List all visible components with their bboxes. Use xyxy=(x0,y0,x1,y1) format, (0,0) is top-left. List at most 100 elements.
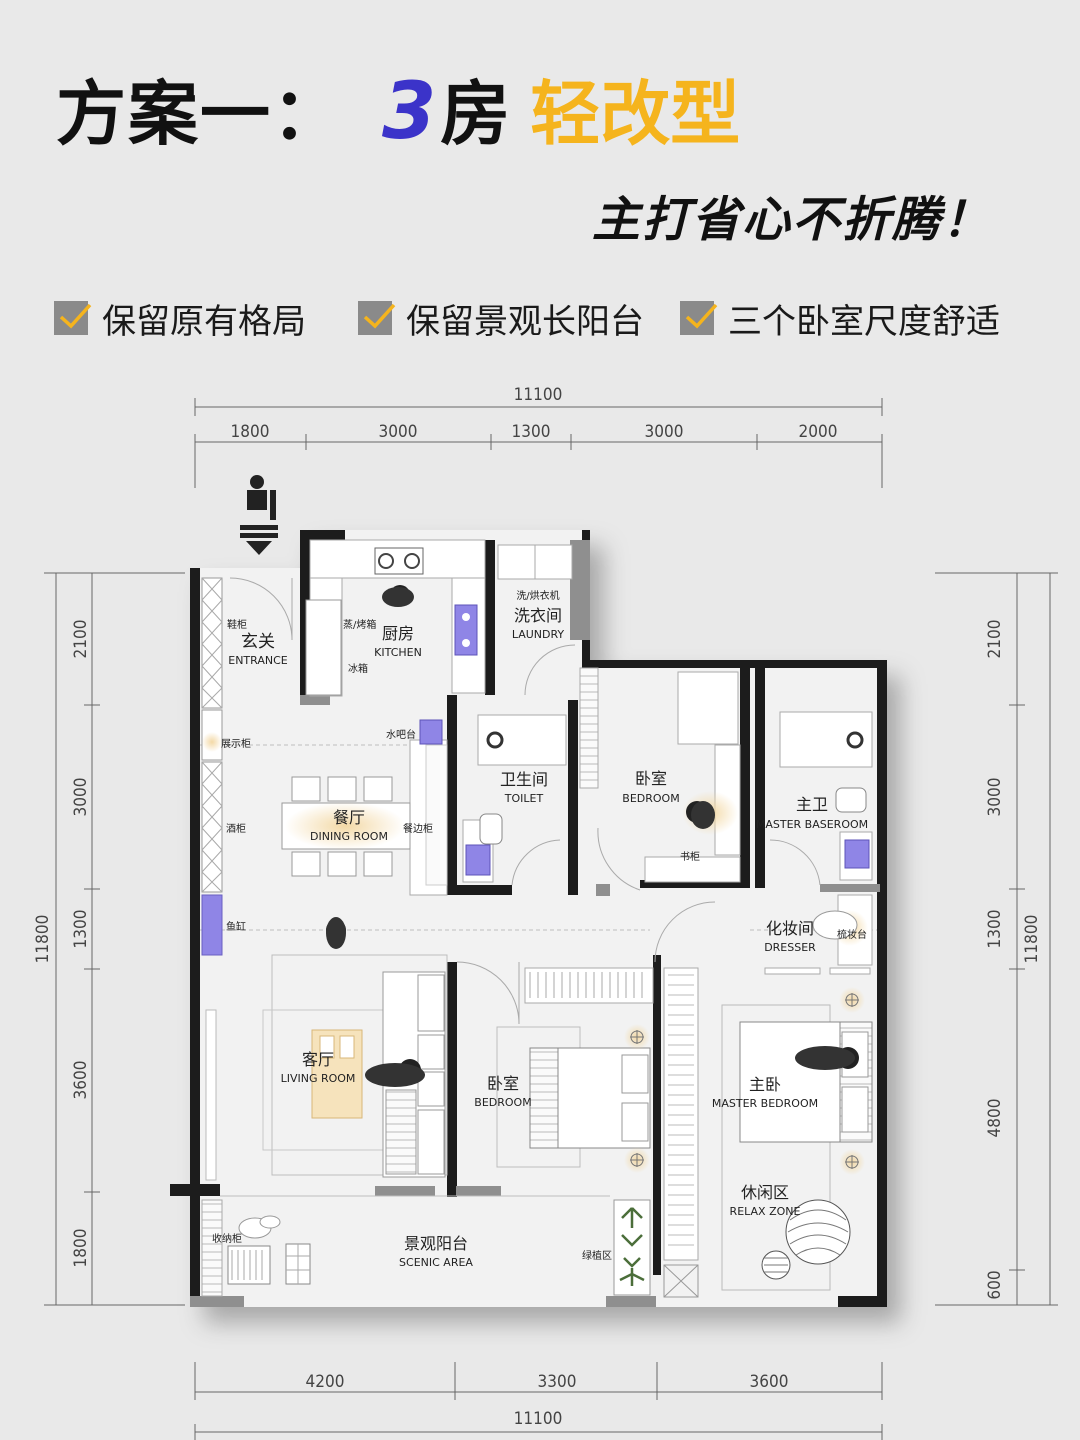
dim-left-seg: 1300 xyxy=(71,910,91,949)
page-title: 方案一： 3 房 轻改型 xyxy=(56,58,740,158)
svg-text:LAUNDRY: LAUNDRY xyxy=(512,628,565,641)
svg-text:休闲区: 休闲区 xyxy=(741,1183,789,1202)
room-label-bedroom-b: 卧室 BEDROOM xyxy=(474,1074,531,1109)
lamp-icon xyxy=(839,1149,865,1175)
dim-top-seg: 1300 xyxy=(512,422,551,442)
dimension-right xyxy=(935,572,1058,1306)
label-fridge: 冰箱 xyxy=(348,662,368,675)
shower-drain-icon xyxy=(846,731,864,749)
label-water-bar: 水吧台 xyxy=(386,728,416,741)
check-icon xyxy=(358,301,396,335)
feature-label: 保留原有格局 xyxy=(102,301,306,342)
dim-left-seg: 1800 xyxy=(71,1229,91,1268)
shower-drain-icon xyxy=(486,731,504,749)
title-room: 房 xyxy=(440,73,511,155)
room-label-laundry: 洗/烘衣机 洗衣间 LAUNDRY xyxy=(512,589,565,641)
bedroom-b-door xyxy=(456,961,520,1025)
svg-text:TOILET: TOILET xyxy=(504,792,544,805)
dimension-bottom xyxy=(194,1362,883,1440)
laundry-door xyxy=(524,644,576,696)
dim-top-seg: 3000 xyxy=(379,422,418,442)
svg-text:MASTER BASEROOM: MASTER BASEROOM xyxy=(756,818,868,831)
toilet-icon xyxy=(479,813,503,845)
svg-text:厨房: 厨房 xyxy=(382,624,414,643)
dimension-top xyxy=(194,398,883,488)
vanity-stool xyxy=(812,910,858,940)
svg-text:卧室: 卧室 xyxy=(635,769,667,788)
room-label-master-bath: 主卫 MASTER BASEROOM xyxy=(756,795,868,831)
feature-label: 保留景观长阳台 xyxy=(406,301,644,342)
dim-right-seg: 2100 xyxy=(985,620,1005,659)
dim-left-seg: 3000 xyxy=(71,778,91,817)
dining-light xyxy=(285,802,405,850)
dim-left-seg: 2100 xyxy=(71,620,91,659)
master-shower xyxy=(779,711,873,768)
room-label-master-bedroom: 主卧 MASTER BEDROOM xyxy=(712,1075,818,1110)
dim-right-total: 11800 xyxy=(1022,915,1042,964)
master-bath-door xyxy=(769,839,821,886)
dim-right-seg: 4800 xyxy=(985,1099,1005,1138)
feature-item: 保留景观长阳台 xyxy=(358,295,644,342)
bookcase xyxy=(644,856,741,883)
sofa-cushions xyxy=(385,974,445,1175)
label-sideboard: 餐边柜 xyxy=(403,822,433,835)
display-light-icon xyxy=(202,732,222,752)
person-icon xyxy=(382,585,414,607)
check-icon xyxy=(54,301,92,335)
title-number: 3 xyxy=(382,67,437,157)
master-door xyxy=(654,901,716,963)
svg-text:DRESSER: DRESSER xyxy=(764,941,816,954)
bed-master xyxy=(739,1021,873,1143)
feature-label: 三个卧室尺度舒适 xyxy=(728,301,1000,342)
toilet-icon xyxy=(835,787,867,813)
dim-bottom-seg: 3300 xyxy=(538,1372,577,1392)
label-storage-cabinet: 收纳柜 xyxy=(212,1232,242,1245)
entrance-door xyxy=(229,577,293,641)
subtitle: 主打省心不折腾！ xyxy=(591,192,992,248)
person-icon xyxy=(326,917,346,949)
dim-left-total: 11800 xyxy=(33,915,53,964)
master-wardrobe xyxy=(663,967,699,1261)
title-type: 轻改型 xyxy=(530,73,741,155)
toilet-basin xyxy=(465,844,491,876)
shoe-cabinet xyxy=(201,577,223,709)
svg-text:卧室: 卧室 xyxy=(487,1074,519,1093)
wall-caps xyxy=(190,540,880,1307)
kitchen-sink-icon xyxy=(454,604,478,656)
wardrobe-a xyxy=(579,667,599,789)
fish-tank xyxy=(201,894,223,956)
wine-cabinet xyxy=(201,761,223,893)
planter xyxy=(613,1199,651,1296)
dim-left-seg: 3600 xyxy=(71,1061,91,1100)
svg-text:洗/烘衣机: 洗/烘衣机 xyxy=(516,589,559,602)
svg-text:客厅: 客厅 xyxy=(302,1050,334,1069)
room-label-dining: 餐厅 DINING ROOM xyxy=(310,808,388,843)
master-rug xyxy=(721,1004,831,1291)
window-panel xyxy=(205,1009,217,1181)
dim-bottom-total: 11100 xyxy=(514,1409,563,1429)
label-steam-oven: 蒸/烤箱 xyxy=(343,618,376,631)
fridge-unit xyxy=(305,599,342,696)
person-icon xyxy=(365,1059,425,1087)
svg-text:SCENIC AREA: SCENIC AREA xyxy=(399,1256,473,1269)
room-label-entrance: 玄关 ENTRANCE xyxy=(228,632,288,667)
fixture-labels: 鞋柜 展示柜 酒柜 鱼缸 蒸/烤箱 冰箱 水吧台 餐边柜 书柜 梳妆台 收纳柜 … xyxy=(212,618,867,1262)
dimension-left xyxy=(44,572,185,1306)
lamp-icon xyxy=(624,1147,650,1173)
svg-text:主卫: 主卫 xyxy=(796,795,828,814)
svg-text:化妆间: 化妆间 xyxy=(766,919,814,938)
svg-text:主卧: 主卧 xyxy=(749,1075,781,1094)
check-icon xyxy=(680,301,718,335)
dining-chairs xyxy=(291,776,393,877)
svg-text:LIVING ROOM: LIVING ROOM xyxy=(281,1072,356,1085)
lamp-icon xyxy=(839,987,865,1013)
svg-text:餐厅: 餐厅 xyxy=(333,808,365,827)
label-planter: 绿植区 xyxy=(582,1249,612,1262)
toilet-door xyxy=(511,839,561,886)
water-bar-sink xyxy=(419,719,443,745)
dim-bottom-seg: 4200 xyxy=(306,1372,345,1392)
shower-area xyxy=(477,714,567,766)
person-icon xyxy=(686,801,715,829)
floor-plan: 11100 1800 3000 1300 3000 2000 4200 3300… xyxy=(33,385,1058,1440)
svg-text:玄关: 玄关 xyxy=(241,632,275,652)
